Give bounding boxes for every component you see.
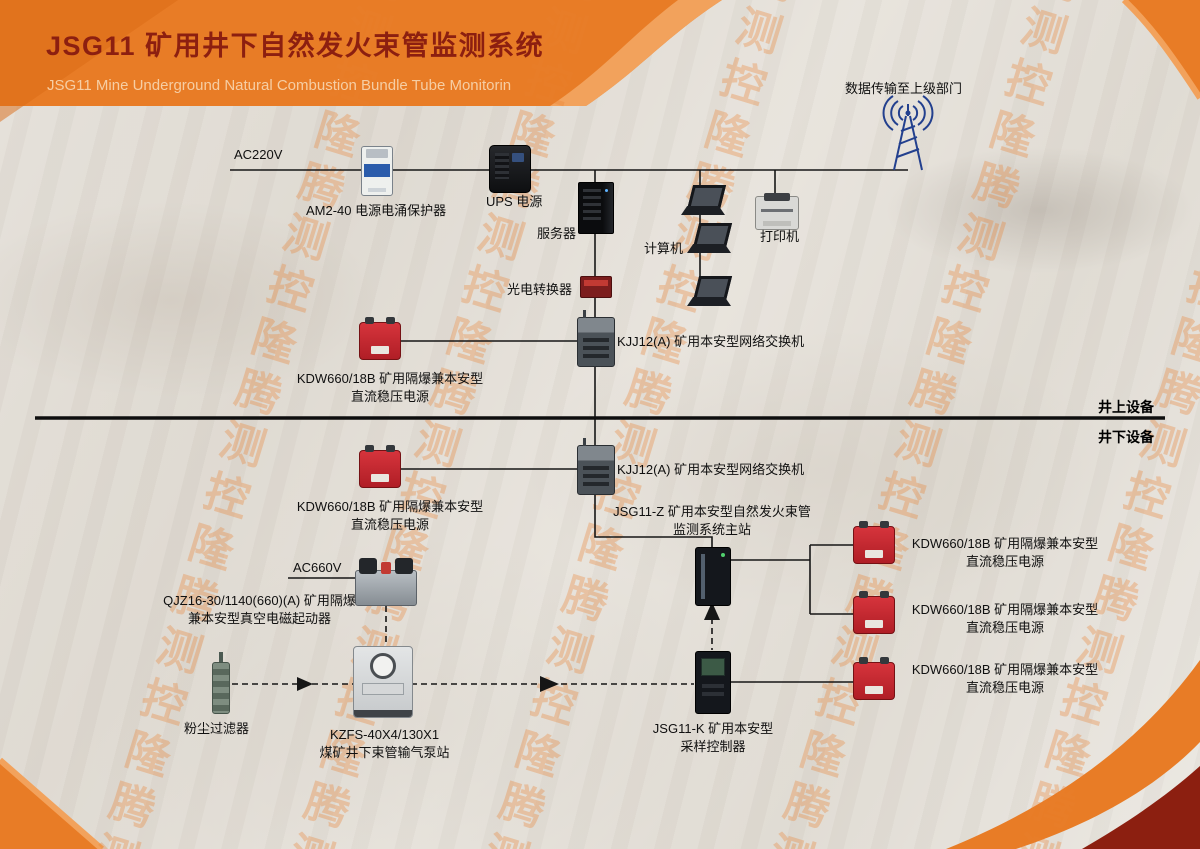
sampling-controller-label: JSG11-K 矿用本安型 采样控制器 xyxy=(652,721,774,754)
pump-station-label: KZFS-40X4/130X1 煤矿井下束管输气泵站 xyxy=(319,727,450,760)
psu-surface-label: KDW660/18B 矿用隔爆兼本安型 直流稳压电源 xyxy=(296,371,484,404)
surface-zone-label: 井上设备 xyxy=(1098,399,1154,415)
ac220v-label: AC220V xyxy=(234,147,283,162)
main-station-icon xyxy=(695,547,731,606)
dc-power-supply-icon xyxy=(853,657,895,700)
dc-power-supply-icon xyxy=(853,591,895,634)
dc-power-supply-icon xyxy=(853,521,895,564)
laptop-icon xyxy=(681,185,727,215)
computers-label: 计算机 xyxy=(644,241,684,256)
starter-label: QJZ16-30/1140(660)(A) 矿用隔爆 兼本安型真空电磁起动器 xyxy=(163,593,356,626)
optical-converter-icon xyxy=(580,276,612,298)
psu-right-bottom-label: KDW660/18B 矿用隔爆兼本安型 直流稳压电源 xyxy=(911,662,1099,695)
psu-underground-label: KDW660/18B 矿用隔爆兼本安型 直流稳压电源 xyxy=(296,499,484,532)
sampling-controller-icon xyxy=(695,651,731,714)
antenna-icon xyxy=(882,95,934,171)
main-station-label: JSG11-Z 矿用本安型自然发火束管 监测系统主站 xyxy=(613,504,811,537)
dc-power-supply-icon xyxy=(359,317,401,360)
laptop-icon xyxy=(687,276,733,306)
dust-filter-label: 粉尘过滤器 xyxy=(184,721,250,736)
server-label: 服务器 xyxy=(537,226,577,241)
dust-filter-icon xyxy=(210,652,232,714)
page-subtitle: JSG11 Mine Underground Natural Combustio… xyxy=(47,77,512,94)
psu-right-top-label: KDW660/18B 矿用隔爆兼本安型 直流稳压电源 xyxy=(911,536,1099,569)
optical-converter-label: 光电转换器 xyxy=(507,282,573,297)
ups-label: UPS 电源 xyxy=(486,194,543,209)
network-switch-surface-icon xyxy=(577,310,615,367)
server-icon xyxy=(578,182,614,234)
surge-protector-label: AM2-40 电源电涌保护器 xyxy=(306,203,447,218)
printer-icon xyxy=(755,193,799,230)
psu-right-mid-label: KDW660/18B 矿用隔爆兼本安型 直流稳压电源 xyxy=(911,602,1099,635)
printer-label: 打印机 xyxy=(760,229,800,244)
network-switch-underground-icon xyxy=(577,438,615,495)
surge-protector-icon xyxy=(361,146,393,196)
pump-station-icon xyxy=(353,646,413,718)
ac660v-label: AC660V xyxy=(293,560,342,575)
uplink-label: 数据传输至上级部门 xyxy=(845,81,963,96)
ups-icon xyxy=(489,145,531,193)
underground-zone-label: 井下设备 xyxy=(1098,429,1154,445)
switch-surface-label: KJJ12(A) 矿用本安型网络交换机 xyxy=(617,334,805,349)
dc-power-supply-icon xyxy=(359,445,401,488)
flow-arrows xyxy=(297,602,720,692)
laptop-icon xyxy=(687,223,733,253)
switch-underground-label: KJJ12(A) 矿用本安型网络交换机 xyxy=(617,462,805,477)
page-title: JSG11 矿用井下自然发火束管监测系统 xyxy=(46,31,545,61)
vacuum-starter-icon xyxy=(355,550,417,606)
